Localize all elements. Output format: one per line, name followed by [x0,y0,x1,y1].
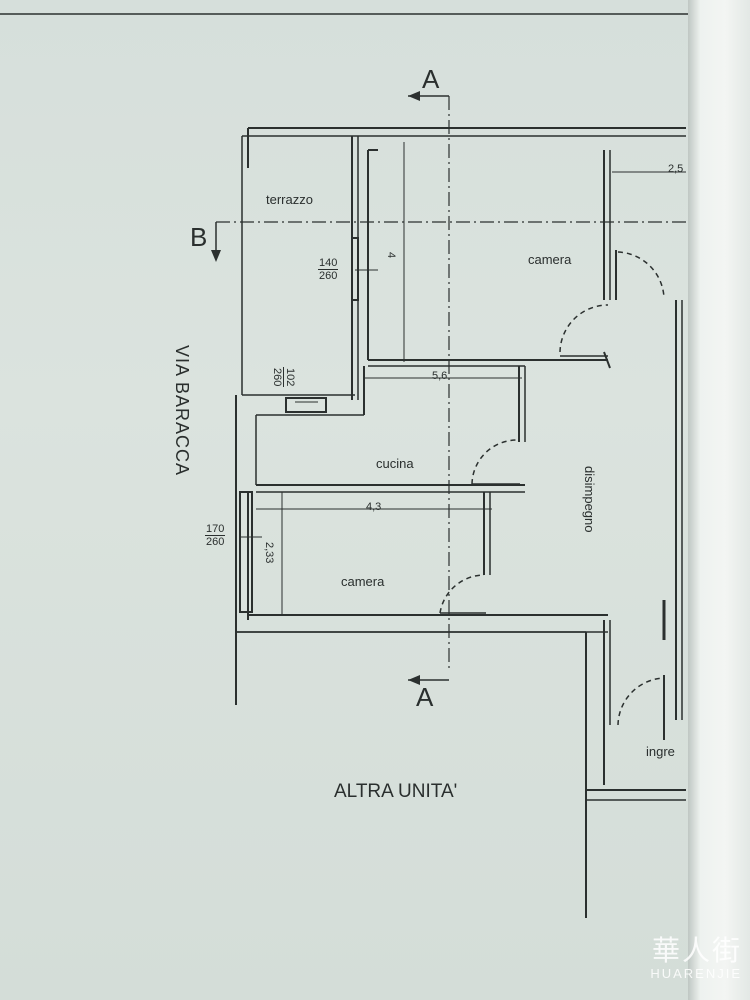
window-fraction-170: 170 260 [205,523,226,548]
door-disimpegno [617,251,665,299]
paper-sheet [0,0,690,1000]
room-disimpegno: disimpegno [582,466,597,533]
window-170 [239,491,253,613]
window-170-width: 170 [205,523,226,536]
dim-4-3: 4,3 [366,501,382,513]
dim-5-6: 5,6 [432,370,448,382]
room-cucina: cucina [376,456,414,471]
door-cucina [471,439,519,485]
door-camera-top [559,304,609,353]
window-140 [351,237,359,301]
room-camera-bottom: camera [341,574,385,589]
paper-stack-edge [688,0,750,1000]
window-fraction-140: 140 260 [318,257,339,282]
street-label: VIA BARACCA [172,345,192,477]
window-102-height: 260 [271,368,283,387]
window-102 [285,397,327,413]
watermark-en: HUARENJIE [650,966,742,981]
window-170-height: 260 [206,536,225,548]
window-fraction-102: 102 260 [271,367,296,388]
room-camera-top: camera [528,252,572,267]
dim-2-5: 2,5 [668,163,684,175]
section-b-arrow [211,250,221,262]
window-140-width: 140 [318,257,339,270]
window-102-width: 102 [283,367,296,388]
dim-2-33: 2,33 [263,542,275,564]
section-mark-a-top: A [422,64,440,94]
section-mark-a-bottom: A [416,682,434,712]
altra-unita-label: ALTRA UNITA' [334,781,458,802]
watermark-cn: 華人街 [651,934,742,967]
door-ingresso [617,677,665,726]
door-camera-bottom [439,574,485,614]
section-a-bottom-arrow [408,675,420,685]
section-a-top-arrow [408,91,420,101]
section-mark-b: B [190,222,208,252]
watermark-logo: 華人街 HUARENJIE [622,936,742,992]
window-140-height: 260 [319,270,338,282]
room-terrazzo: terrazzo [266,192,313,207]
room-ingresso: ingre [646,744,675,759]
dim-4: 4 [385,252,397,259]
